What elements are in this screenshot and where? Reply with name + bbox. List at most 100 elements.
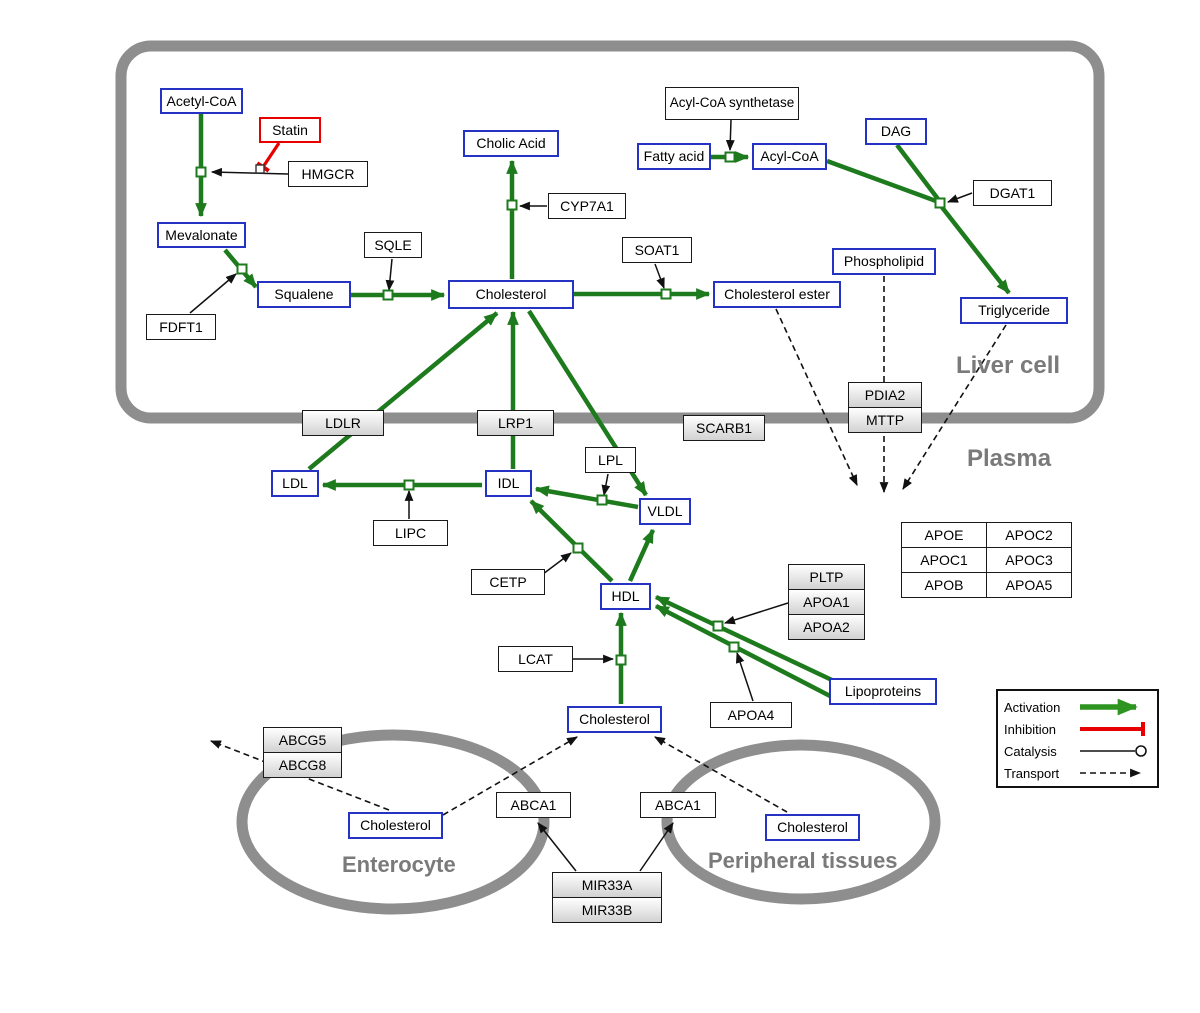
node-scarb1[interactable]: SCARB1: [683, 415, 765, 441]
node-apoa2[interactable]: APOA2: [788, 614, 865, 640]
node-mir33a[interactable]: MIR33A: [552, 872, 662, 898]
edge-cetp-catalysis: [542, 552, 572, 575]
node-mttp[interactable]: MTTP: [848, 407, 922, 433]
peripheral-tissues-compartment: [661, 739, 941, 905]
node-mir33b[interactable]: MIR33B: [552, 897, 662, 923]
edge-statin-inhibits-hmgcr: [256, 142, 281, 173]
node-pdia2[interactable]: PDIA2: [848, 382, 922, 408]
node-abcg8[interactable]: ABCG8: [263, 752, 342, 778]
node-apoa4[interactable]: APOA4: [710, 702, 792, 728]
node-phospholipid[interactable]: Phospholipid: [832, 248, 936, 275]
reaction-node: [572, 542, 584, 554]
node-hmgcr[interactable]: HMGCR: [288, 161, 368, 187]
liver-cell-compartment: [115, 40, 1105, 424]
edge-mir33-abca1-left: [537, 822, 577, 872]
edge-apoa4-catalysis: [735, 651, 754, 702]
node-cholesterol-liver[interactable]: Cholesterol: [448, 280, 574, 309]
apo-table-cell-apob[interactable]: APOB: [901, 572, 987, 598]
edge-pltp-apoa-catalysis: [723, 602, 789, 625]
node-statin[interactable]: Statin: [259, 117, 321, 143]
node-mevalonate[interactable]: Mevalonate: [157, 222, 246, 248]
legend-activation-label: Activation: [1004, 700, 1061, 715]
catalysis-edges: [189, 119, 973, 872]
node-acetyl-coa[interactable]: Acetyl-CoA: [160, 88, 243, 114]
edge-sqle-catalysis: [385, 258, 395, 292]
node-cyp7a1[interactable]: CYP7A1: [548, 193, 626, 219]
apo-table-cell-apoc3[interactable]: APOC3: [986, 547, 1072, 573]
legend-symbols: [1080, 698, 1147, 778]
enterocyte-compartment: [236, 729, 550, 915]
apo-table-cell-apoe[interactable]: APOE: [901, 522, 987, 548]
node-cholesterol-ester[interactable]: Cholesterol ester: [713, 281, 841, 308]
node-triglyceride[interactable]: Triglyceride: [960, 297, 1068, 324]
node-abca1-right[interactable]: ABCA1: [640, 792, 716, 818]
reaction-node: [660, 288, 672, 300]
node-ldl[interactable]: LDL: [271, 470, 319, 497]
reaction-node: [236, 263, 248, 275]
reaction-node: [728, 641, 740, 653]
reaction-node: [934, 197, 946, 209]
activation-edges: [195, 114, 1011, 704]
node-fatty-acid[interactable]: Fatty acid: [637, 143, 711, 170]
node-acyl-coa[interactable]: Acyl-CoA: [752, 143, 827, 170]
legend-transport-label: Transport: [1004, 766, 1060, 781]
node-abcg5[interactable]: ABCG5: [263, 727, 342, 753]
reaction-nodes: [195, 151, 946, 666]
node-cholesterol-peripheral[interactable]: Cholesterol: [765, 814, 860, 841]
node-lpl[interactable]: LPL: [585, 447, 636, 473]
node-cetp[interactable]: CETP: [471, 569, 545, 595]
node-dag[interactable]: DAG: [865, 118, 927, 145]
node-lrp1[interactable]: LRP1: [477, 410, 554, 436]
node-hdl[interactable]: HDL: [600, 583, 651, 610]
node-cholesterol-enterocyte[interactable]: Cholesterol: [348, 812, 443, 839]
edge-mir33-abca1-right: [639, 822, 674, 872]
edge-acylcoa-dgat1node: [826, 158, 937, 204]
reaction-node: [615, 654, 627, 666]
apo-table-cell-apoa5[interactable]: APOA5: [986, 572, 1072, 598]
node-soat1[interactable]: SOAT1: [622, 237, 692, 263]
node-vldl[interactable]: VLDL: [639, 498, 691, 525]
node-pltp[interactable]: PLTP: [788, 564, 865, 590]
compartment-shapes: [115, 40, 1105, 915]
edge-dgat1node-triglyceride: [939, 204, 1011, 295]
node-acyl-coa-synthetase[interactable]: Acyl-CoA synthetase: [665, 87, 799, 120]
node-idl[interactable]: IDL: [485, 470, 532, 497]
node-fdft1[interactable]: FDFT1: [146, 314, 216, 340]
plasma-label: Plasma: [967, 445, 1052, 472]
edge-soat1-catalysis: [654, 263, 665, 290]
node-lcat[interactable]: LCAT: [498, 646, 573, 672]
edge-enterocyte-cholesterol-plasma: [442, 736, 578, 816]
edge-cholesterolester-plasma: [775, 308, 858, 486]
reaction-node: [596, 494, 608, 506]
legend-catalysis-circle: [1135, 745, 1147, 757]
reaction-node: [403, 479, 415, 491]
edge-hmgcr-catalysis: [210, 167, 289, 177]
node-lipc[interactable]: LIPC: [373, 520, 448, 546]
enterocyte-label: Enterocyte: [342, 852, 456, 877]
legend-catalysis-label: Catalysis: [1004, 744, 1057, 759]
edge-dgat1-catalysis: [946, 192, 973, 203]
edge-peripheral-cholesterol-plasma: [654, 736, 788, 813]
reaction-node: [506, 199, 518, 211]
edge-dag-dgat1node: [895, 143, 940, 201]
edge-vldl-idl: [534, 485, 639, 510]
apo-table-cell-apoc2[interactable]: APOC2: [986, 522, 1072, 548]
peripheral-tissues-label: Peripheral tissues: [708, 848, 898, 873]
apo-table-cell-apoc1[interactable]: APOC1: [901, 547, 987, 573]
node-apoa1[interactable]: APOA1: [788, 589, 865, 615]
node-cholic-acid[interactable]: Cholic Acid: [463, 130, 559, 157]
node-lipoproteins[interactable]: Lipoproteins: [829, 678, 937, 705]
reaction-node: [195, 166, 207, 178]
edge-lipoproteins-hdl-upper: [654, 594, 835, 684]
node-ldlr[interactable]: LDLR: [302, 410, 384, 436]
edge-fdft1-catalysis: [189, 273, 237, 314]
node-cholesterol-plasma[interactable]: Cholesterol: [567, 706, 662, 733]
node-squalene[interactable]: Squalene: [257, 281, 351, 308]
node-dgat1[interactable]: DGAT1: [973, 180, 1052, 206]
edge-acylcoasynthetase-catalysis: [725, 119, 735, 152]
legend-inhibition-label: Inhibition: [1004, 722, 1057, 737]
node-abca1-left[interactable]: ABCA1: [496, 792, 571, 818]
node-sqle[interactable]: SQLE: [364, 232, 422, 258]
